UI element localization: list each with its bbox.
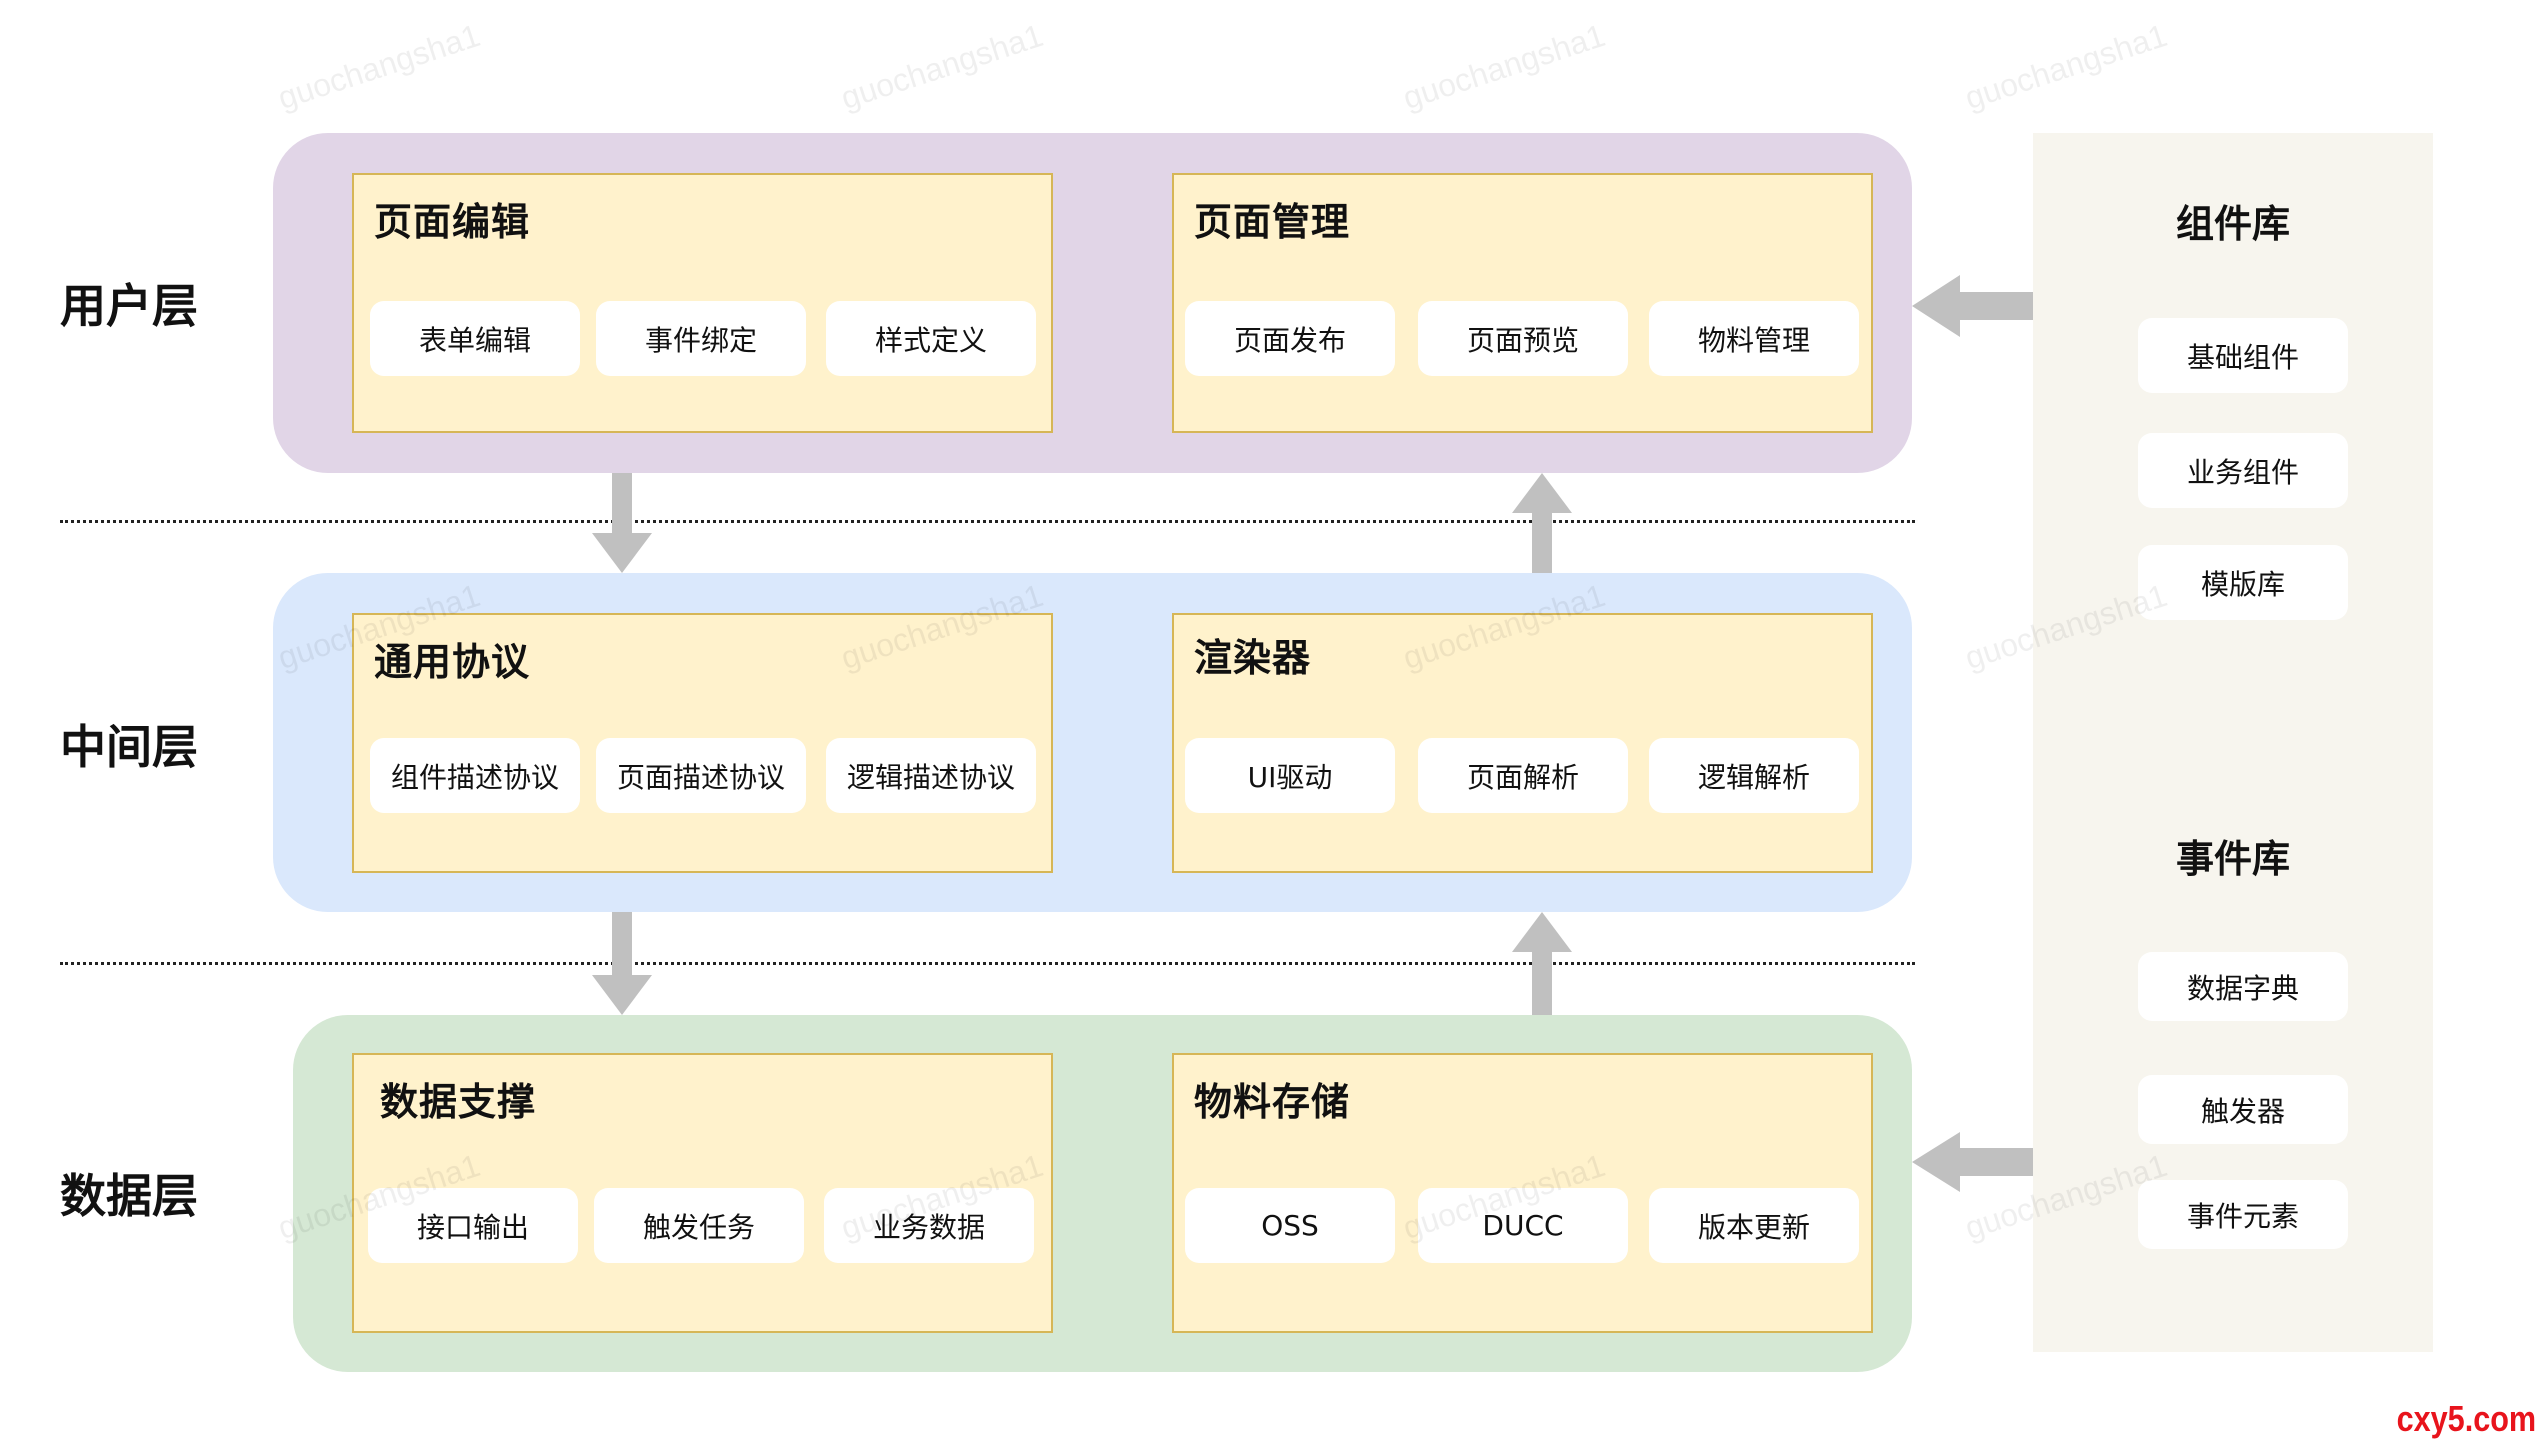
chip-logic-parsing[interactable]: 逻辑解析 [1649, 738, 1859, 813]
chip-logic-protocol[interactable]: 逻辑描述协议 [826, 738, 1036, 813]
chip-page-preview[interactable]: 页面预览 [1418, 301, 1628, 376]
arrow-down-icon [592, 473, 652, 573]
chip-version-update[interactable]: 版本更新 [1649, 1188, 1859, 1263]
arrow-up-icon [1512, 473, 1572, 573]
chip-trigger[interactable]: 触发器 [2138, 1075, 2348, 1144]
chip-component-protocol[interactable]: 组件描述协议 [370, 738, 580, 813]
chip-page-publish[interactable]: 页面发布 [1185, 301, 1395, 376]
layer-label-user: 用户层 [60, 279, 198, 333]
chip-page-parsing[interactable]: 页面解析 [1418, 738, 1628, 813]
arrow-down-icon [592, 912, 652, 1015]
layer-separator [60, 520, 1915, 523]
chip-data-dictionary[interactable]: 数据字典 [2138, 952, 2348, 1021]
chip-business-components[interactable]: 业务组件 [2138, 433, 2348, 508]
chip-material-management[interactable]: 物料管理 [1649, 301, 1859, 376]
module-title: 页面管理 [1194, 200, 1351, 244]
arrow-left-icon [1912, 275, 2033, 337]
layer-separator [60, 962, 1915, 965]
layer-label-data: 数据层 [60, 1169, 198, 1223]
layer-label-middle: 中间层 [60, 720, 198, 774]
chip-api-output[interactable]: 接口输出 [368, 1188, 578, 1263]
chip-business-data[interactable]: 业务数据 [824, 1188, 1034, 1263]
event-library-title: 事件库 [2175, 837, 2290, 881]
chip-event-element[interactable]: 事件元素 [2138, 1180, 2348, 1249]
module-title: 页面编辑 [374, 200, 531, 244]
chip-ui-driver[interactable]: UI驱动 [1185, 738, 1395, 813]
component-library-title: 组件库 [2175, 202, 2290, 246]
arrow-up-icon [1512, 912, 1572, 1015]
chip-template-library[interactable]: 模版库 [2138, 545, 2348, 620]
chip-ducc[interactable]: DUCC [1418, 1188, 1628, 1263]
chip-trigger-task[interactable]: 触发任务 [594, 1188, 804, 1263]
chip-page-protocol[interactable]: 页面描述协议 [596, 738, 806, 813]
module-title: 渲染器 [1194, 636, 1312, 680]
chip-style-definition[interactable]: 样式定义 [826, 301, 1036, 376]
module-title: 通用协议 [374, 640, 531, 684]
chip-oss[interactable]: OSS [1185, 1188, 1395, 1263]
chip-event-binding[interactable]: 事件绑定 [596, 301, 806, 376]
chip-form-edit[interactable]: 表单编辑 [370, 301, 580, 376]
module-title: 数据支撑 [380, 1080, 537, 1124]
chip-basic-components[interactable]: 基础组件 [2138, 318, 2348, 393]
module-title: 物料存储 [1194, 1080, 1351, 1124]
site-badge: cxy5.com [2396, 1398, 2536, 1439]
arrow-left-icon [1912, 1132, 2033, 1192]
